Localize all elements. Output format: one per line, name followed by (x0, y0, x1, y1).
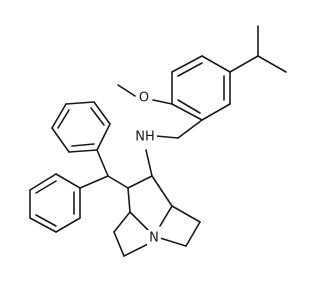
bond (96, 123, 111, 151)
benzyl-linker (155, 119, 203, 139)
bond (79, 175, 109, 189)
upper-phenyl-ring (51, 101, 111, 153)
aryl-ring (171, 55, 231, 121)
bond (113, 231, 125, 257)
quinuclidine-cage (113, 149, 201, 257)
methoxy-group (117, 84, 173, 105)
double-bond-inner (57, 109, 70, 129)
bond (201, 55, 231, 73)
atom-label-methoxy-oxygen: O (137, 90, 151, 106)
bond (151, 175, 173, 207)
bond (93, 101, 111, 125)
bond (51, 127, 70, 153)
bond (185, 221, 201, 247)
bond (29, 173, 57, 191)
bond (127, 187, 131, 213)
double-bond-inner (177, 62, 203, 77)
bond (113, 211, 131, 233)
bond (229, 55, 259, 73)
bond (123, 243, 149, 257)
isopropyl-group (229, 25, 287, 73)
bond (171, 103, 203, 121)
bond (129, 211, 149, 231)
double-bond-inner (35, 214, 57, 227)
methoxy-oxygen-label: O (139, 91, 149, 106)
double-bond-inner (90, 107, 105, 126)
bond (117, 84, 136, 97)
bond (201, 103, 231, 121)
bond (159, 205, 173, 227)
atom-label-amine-nitrogen: NH (133, 129, 157, 145)
double-bond-inner (35, 180, 57, 194)
amine-nitrogen-label: NH (135, 130, 155, 145)
atom-label-ring-nitrogen: N (147, 230, 161, 246)
lower-phenyl-ring (29, 173, 81, 233)
double-bond-inner (71, 143, 95, 147)
bond (177, 119, 203, 139)
bond (152, 99, 173, 105)
bond (51, 103, 67, 129)
bond (155, 135, 179, 139)
bond (29, 217, 57, 233)
benzhydryl-center (79, 149, 129, 189)
bond (55, 173, 81, 189)
double-bond-inner (177, 99, 201, 114)
ring-nitrogen-label: N (149, 231, 159, 246)
bond (65, 101, 95, 105)
bond (96, 149, 109, 177)
bond (171, 205, 201, 223)
bond (55, 217, 81, 233)
bond (107, 175, 129, 189)
bond (68, 149, 98, 153)
bond (171, 55, 203, 73)
bond (127, 175, 153, 189)
molecule-structure-diagram: O NH N (29, 25, 287, 257)
bond (257, 55, 287, 73)
bond (159, 237, 187, 247)
bond (145, 149, 153, 177)
